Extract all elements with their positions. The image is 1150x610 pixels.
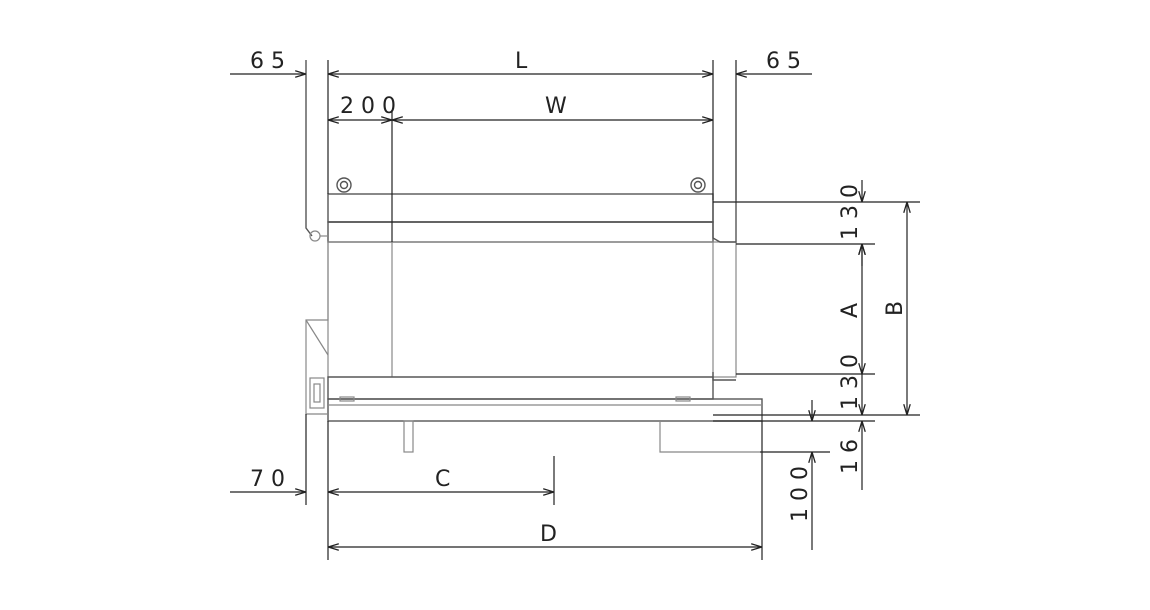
dim-label-bottom-band: 1 3 0 (838, 354, 863, 410)
dim-label-height-a: A (838, 303, 863, 318)
dim-label-leg-height: 1 0 0 (788, 466, 813, 522)
extension-lines (305, 60, 920, 560)
lifting-eye-left-icon (336, 177, 352, 193)
lifting-eye-right-icon (690, 177, 706, 193)
dim-label-top-band: 1 3 0 (838, 184, 863, 240)
dim-label-right-offset-top: 6 5 (766, 49, 801, 74)
dim-label-base-thickness: 1 6 (838, 439, 863, 474)
dim-label-width: W (545, 94, 567, 119)
dim-label-length: L (515, 49, 528, 74)
dim-label-d: D (540, 522, 557, 547)
dim-label-c: C (435, 467, 450, 492)
dim-label-inner-offset: 2 0 0 (340, 94, 396, 119)
equipment-outline (305, 60, 763, 453)
dimension-lines (230, 74, 907, 550)
dim-label-left-offset-bottom: 7 0 (250, 467, 285, 492)
dim-label-height-b: B (883, 301, 908, 316)
dim-label-left-offset-top: 6 5 (250, 49, 285, 74)
